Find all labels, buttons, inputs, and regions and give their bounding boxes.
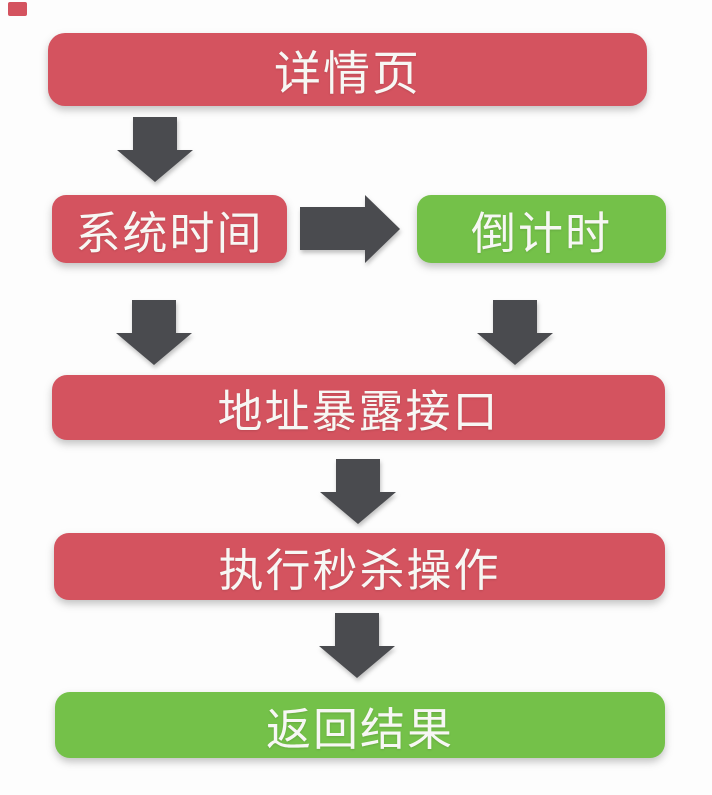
flow-node-address-expose-api: 地址暴露接口 [52,375,665,440]
arrow-head [117,150,193,182]
corner-red-square [8,2,27,16]
arrow-head [477,333,553,365]
arrow-down-icon [320,459,396,524]
arrow-shaft [300,207,365,250]
flow-node-label: 倒计时 [470,207,612,259]
arrow-head [116,333,192,365]
arrow-head [320,492,396,524]
arrow-shaft [132,300,176,333]
arrow-right-icon [300,195,400,263]
flow-node-label: 系统时间 [75,207,264,259]
arrow-shaft [133,117,177,150]
arrow-shaft [336,459,380,492]
flow-node-label: 详情页 [274,47,421,100]
flow-node-system-time: 系统时间 [52,195,287,263]
arrow-shaft [493,300,537,333]
flow-node-label: 地址暴露接口 [217,386,500,437]
arrow-down-icon [477,300,553,365]
flow-node-detail-page: 详情页 [48,33,647,106]
arrow-down-icon [117,117,193,182]
flow-node-return-result: 返回结果 [55,692,665,758]
arrow-head [319,646,395,678]
flow-node-countdown: 倒计时 [417,195,666,263]
arrow-head [365,195,400,263]
flow-node-label: 执行秒杀操作 [218,545,501,596]
flow-node-label: 返回结果 [265,703,454,755]
flow-node-execute-seckill: 执行秒杀操作 [54,533,665,600]
arrow-down-icon [116,300,192,365]
arrow-down-icon [319,613,395,678]
arrow-shaft [335,613,379,646]
